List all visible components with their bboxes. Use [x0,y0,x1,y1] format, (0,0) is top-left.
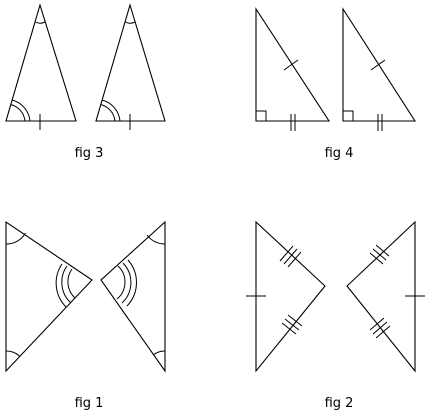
fig3-right-base-arc-outer [101,99,121,122]
fig2-left-upper-tick-2 [283,248,298,265]
fig3-right-apex-arc [125,21,136,24]
fig3-right-triangle [95,3,166,122]
fig4-right-right-angle-mark [343,110,354,121]
fig2-right-upper-tick-2 [372,248,387,261]
fig2-group [246,220,425,373]
fig1-left-tip-arc-3 [55,263,67,308]
fig3-left-apex-arc [35,21,46,24]
fig4-left-hypotenuse-tick [283,59,299,71]
fig2-right-lower-tick-1 [369,317,385,331]
fig1-right-tip-arc-1 [116,265,126,300]
fig1-right-bottom-arc [152,350,166,356]
fig2-right-lower-tick-3 [375,325,391,339]
fig2-right-lower-tick-2 [372,321,388,335]
fig2-right-upper-tick-3 [375,244,390,257]
fig3-group [5,3,166,130]
fig2-left-lower-tick-3 [287,314,303,327]
fig1-left-bottom-arc [5,350,20,357]
fig1-caption: fig 1 [74,396,104,411]
fig2-right-upper-tick-1 [369,252,384,265]
fig2-left-lower-tick-2 [284,318,300,331]
fig3-caption: fig 3 [74,146,104,161]
fig1-right-top-arc [146,234,166,245]
fig2-left-triangle [255,220,326,373]
fig4-group [255,7,417,131]
fig3-left-base-arc-inner [10,104,26,122]
fig4-left-right-angle-mark [256,110,267,121]
fig1-group [5,220,166,373]
fig1-right-tip-arc-3 [126,259,137,307]
fig3-right-base-arc-inner [100,104,116,122]
fig2-left-lower-tick-1 [281,322,297,335]
fig1-right-triangle [100,220,166,373]
fig1-left-triangle [5,220,93,373]
fig4-right-hypotenuse-tick [370,59,386,71]
fig2-right-triangle [346,220,416,373]
fig2-left-upper-tick-1 [279,245,294,262]
fig4-left-triangle [255,7,331,122]
fig4-caption: fig 4 [324,146,354,161]
fig3-left-triangle [5,3,77,122]
fig2-caption: fig 2 [324,396,354,411]
fig1-left-top-arc [5,232,26,245]
fig4-right-triangle [342,7,417,122]
fig2-left-upper-tick-3 [287,251,302,268]
fig3-left-base-arc-outer [11,99,31,122]
fig1-left-tip-arc-2 [61,265,72,304]
fig1-left-tip-arc-1 [67,268,76,299]
fig1-right-tip-arc-2 [121,262,132,304]
